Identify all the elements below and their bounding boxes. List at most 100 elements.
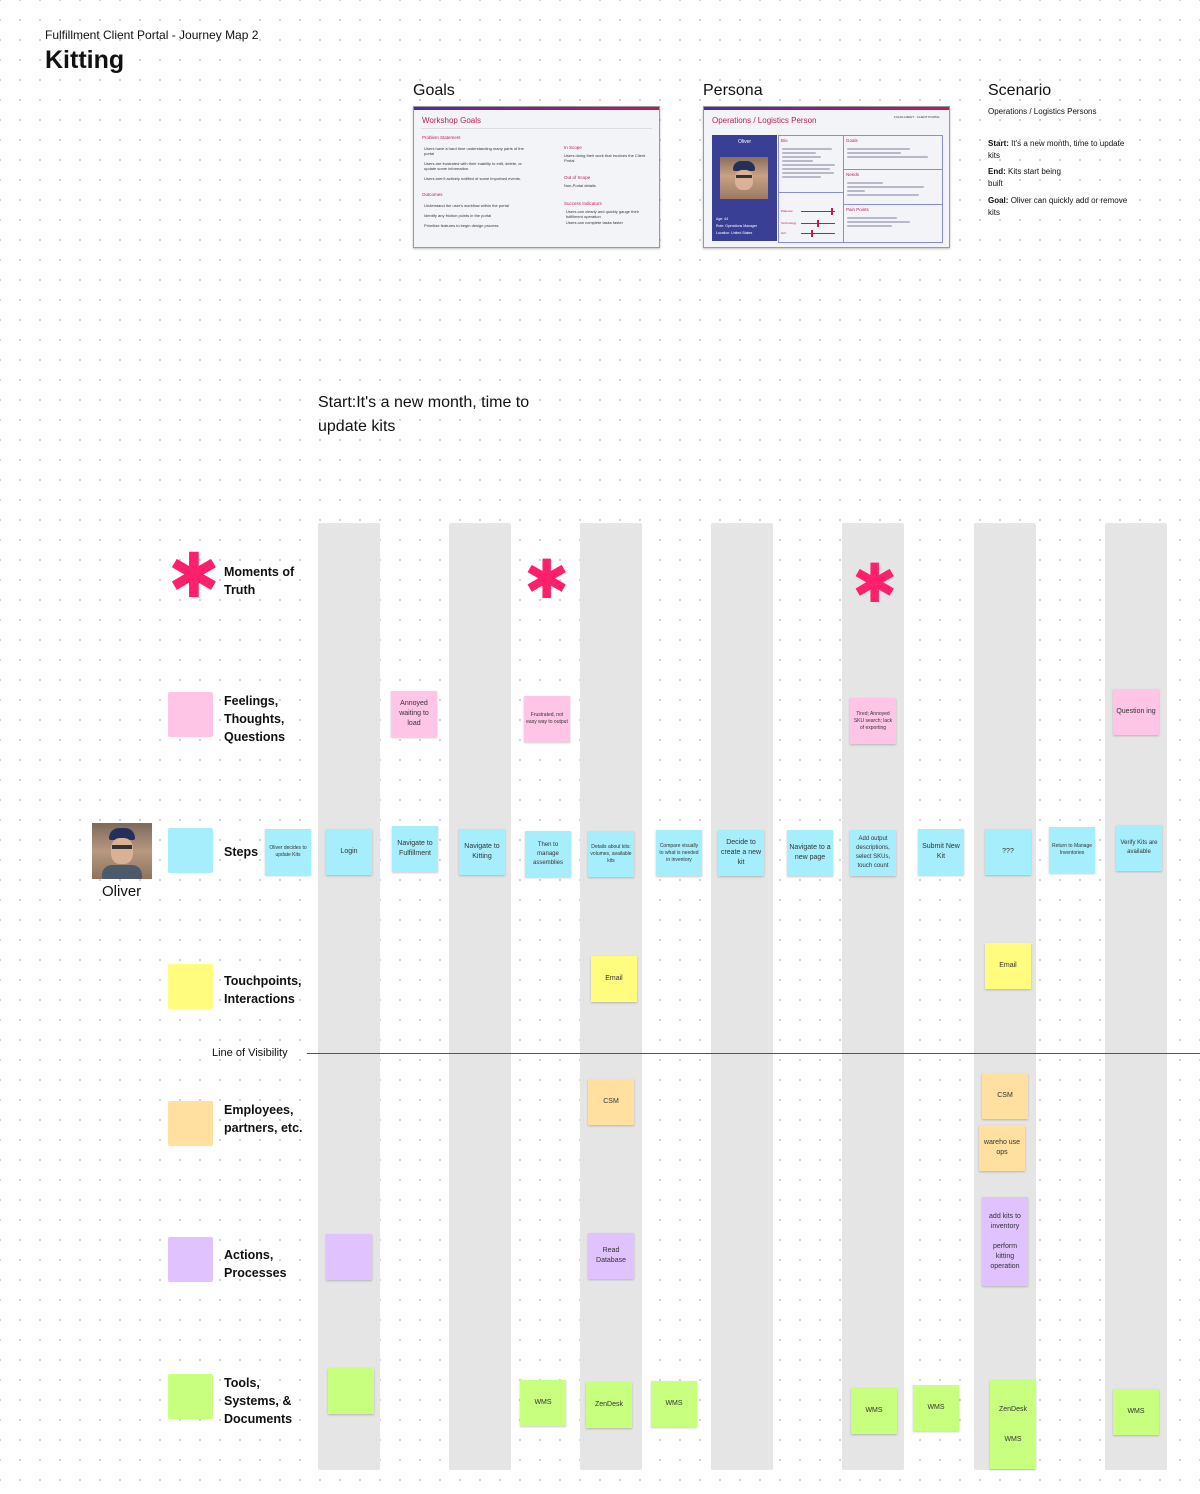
shirt-shape (102, 865, 142, 879)
note-text: Then to manage assemblies (532, 841, 563, 866)
bio-text-lines (782, 146, 838, 180)
note-text: Navigate to Fulfillment (397, 840, 433, 857)
sticky-note-step[interactable]: Navigate to a new page (787, 830, 833, 876)
sticky-note-step[interactable]: Oliver decides to update Kits (265, 829, 311, 875)
sticky-note-tool-empty[interactable] (328, 1368, 374, 1414)
sticky-note-feeling[interactable]: Tired; Annoyed SKU search; lack of expor… (850, 698, 896, 744)
sticky-note-tool[interactable]: WMS (1113, 1389, 1159, 1435)
note-text: Add output descriptions, select SKUs, to… (855, 836, 891, 869)
sticky-note-feeling[interactable]: Frustrated, not easy way to output (524, 696, 570, 742)
legend-tools-swatch (168, 1374, 213, 1419)
note-text: Compare visually to what is needed in in… (659, 842, 699, 863)
goals-card[interactable]: Workshop Goals Problem Statement Users h… (413, 106, 660, 248)
sticky-note-tool[interactable]: ZenDesk WMS (990, 1380, 1036, 1469)
scenario-goal: Goal: Oliver can quickly add or remove k… (988, 195, 1138, 219)
sticky-note-step[interactable]: Then to manage assemblies (525, 831, 571, 877)
sticky-note-feeling[interactable]: Annoyed waiting to load (391, 691, 437, 737)
sticky-note-action-empty[interactable] (326, 1234, 372, 1280)
problem-label: Problem Statement (422, 135, 461, 140)
persona-goals-box: Goals (843, 135, 943, 170)
sticky-note-touchpoint[interactable]: Email (985, 943, 1031, 989)
sticky-note-step[interactable]: ??? (985, 829, 1031, 875)
row-label-moments: Moments of Truth (224, 565, 295, 597)
sticky-note-step[interactable]: Verify Kits are available (1116, 825, 1162, 871)
note-text: Submit New Kit (922, 843, 960, 860)
note-text: ZenDesk WMS (998, 1405, 1027, 1443)
asterisk-icon: ✱ (168, 539, 220, 612)
persona-card-title: Operations / Logistics Person (712, 116, 817, 125)
journey-column (449, 523, 511, 1470)
asterisk-icon: ✱ (524, 548, 570, 611)
legend-steps-swatch (168, 828, 213, 873)
sticky-note-step[interactable]: Login (326, 829, 372, 875)
sticky-note-tool[interactable]: WMS (520, 1380, 566, 1426)
sticky-note-employee[interactable]: wareho use ops (979, 1125, 1025, 1171)
note-text: Email (999, 962, 1017, 969)
scenario-heading: Scenario (988, 82, 1052, 99)
journey-start-label: Start: (318, 394, 357, 411)
note-text: WMS (665, 1400, 683, 1407)
note-text: Verify Kits are available (1120, 840, 1158, 855)
legend-touchpoints-swatch (168, 964, 213, 1009)
note-text: Frustrated, not easy way to output (526, 712, 568, 725)
sticky-note-step[interactable]: Details about kits: volumes, available k… (588, 831, 634, 877)
legend-employees-swatch (168, 1101, 213, 1146)
journey-start-text: It's a new month, time to update kits (318, 394, 530, 435)
persona-photo (720, 157, 768, 199)
sticky-note-step[interactable]: Navigate to Kitting (459, 829, 505, 875)
note-text: ??? (1002, 848, 1014, 855)
sticky-note-feeling[interactable]: Question ing (1113, 689, 1159, 735)
in-scope-text: Users doing their work that involves the… (564, 153, 646, 163)
sticky-note-step[interactable]: Submit New Kit (918, 829, 964, 875)
outcome-2: Identify any friction points in the port… (424, 213, 492, 218)
in-scope-label: In Scope (564, 145, 582, 150)
sticky-note-action[interactable]: add kits to inventory perform kitting op… (982, 1197, 1028, 1286)
sticky-note-action[interactable]: Read Database (588, 1233, 634, 1279)
note-text: Return to Manage Inventories (1051, 843, 1093, 856)
sticky-note-step[interactable]: Decide to create a new kit (718, 830, 764, 876)
note-text: Details about kits: volumes, available k… (590, 843, 632, 864)
persona-card[interactable]: Operations / Logistics Person FULFILLMEN… (703, 106, 950, 248)
slider-technology-label: Technology (781, 221, 797, 225)
face-shape (735, 170, 753, 190)
sticky-note-tool[interactable]: WMS (651, 1381, 697, 1427)
scenario-start-text: It's a new month, time to update kits (988, 139, 1125, 160)
sticky-note-step[interactable]: Return to Manage Inventories (1049, 827, 1095, 873)
success-label: Success Indicators (564, 201, 602, 206)
line-of-visibility-label: Line of Visibility (212, 1047, 288, 1059)
persona-role: Role: Operations Manager (716, 224, 758, 228)
note-text: WMS (927, 1404, 945, 1411)
sticky-note-employee[interactable]: CSM (982, 1073, 1028, 1119)
slider-grit-thumb (811, 230, 813, 237)
card-accent-bar (414, 107, 659, 110)
journey-column (1105, 523, 1167, 1470)
slider-patience-track (801, 211, 835, 212)
board-title: Kitting (45, 46, 125, 74)
scenario-start-label: Start: (988, 139, 1009, 148)
note-text: wareho use ops (983, 1139, 1021, 1156)
note-text: Oliver decides to update Kits (269, 845, 307, 858)
persona-name: Oliver (737, 139, 752, 145)
note-text: Read Database (596, 1247, 626, 1264)
sticky-note-tool[interactable]: WMS (851, 1388, 897, 1434)
note-text: WMS (1127, 1408, 1145, 1415)
sticky-note-touchpoint[interactable]: Email (591, 956, 637, 1002)
sticky-note-step[interactable]: Navigate to Fulfillment (392, 826, 438, 872)
sticky-note-step[interactable]: Compare visually to what is needed in in… (656, 830, 702, 876)
legend-actions-swatch (168, 1237, 213, 1282)
slider-patience-label: Patience (781, 209, 793, 213)
persona-bio-box: Bio (778, 135, 844, 193)
sticky-note-tool[interactable]: ZenDesk (586, 1382, 632, 1428)
persona-pain-box: Pain Points (843, 204, 943, 243)
sticky-note-tool[interactable]: WMS (913, 1385, 959, 1431)
sticky-note-step[interactable]: Add output descriptions, select SKUs, to… (850, 830, 896, 876)
legend-feelings-swatch (168, 692, 213, 737)
problem-3: Users aren't actively notified of some i… (424, 176, 522, 181)
note-text: CSM (997, 1092, 1013, 1099)
sticky-note-employee[interactable]: CSM (588, 1079, 634, 1125)
row-label-touchpoints: Touchpoints, Interactions (224, 974, 302, 1006)
scenario-goal-label: Goal: (988, 196, 1009, 205)
note-text: ZenDesk (594, 1401, 623, 1408)
scenario-end-text: Kits start being built (988, 167, 1061, 188)
slider-technology-thumb (817, 220, 819, 227)
